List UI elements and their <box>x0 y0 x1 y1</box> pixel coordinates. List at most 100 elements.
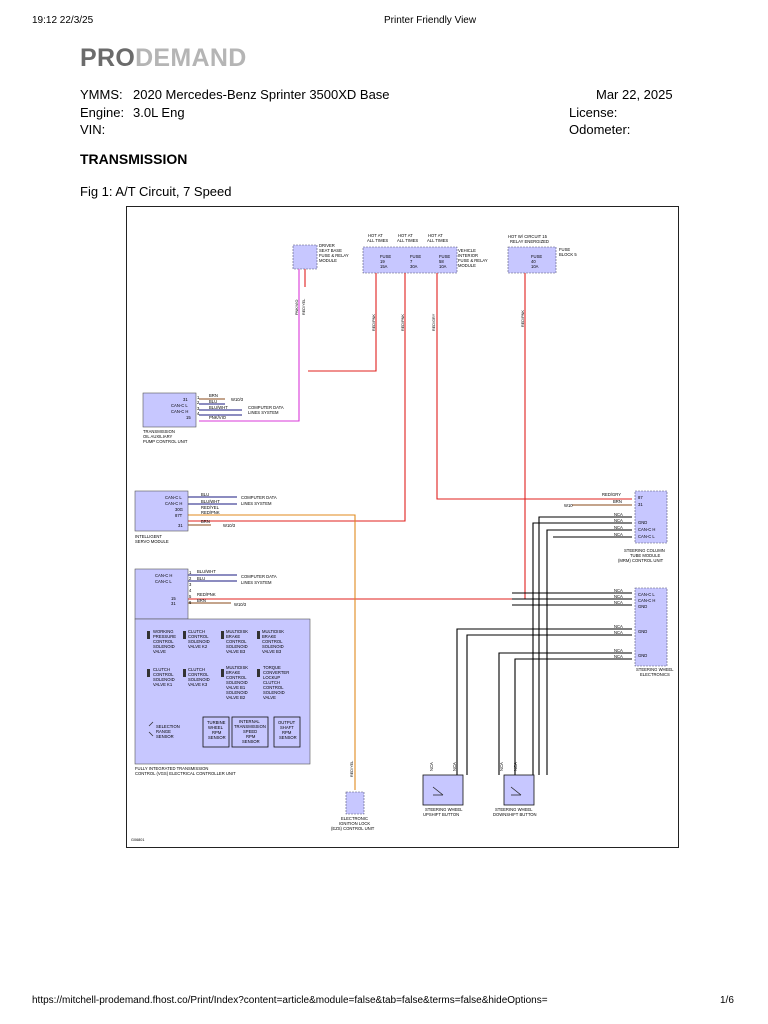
svg-text:RED/GRY: RED/GRY <box>432 313 436 331</box>
svg-text:NCA: NCA <box>429 762 434 771</box>
figure-title: Fig 1: A/T Circuit, 7 Speed <box>80 184 232 199</box>
svg-text:CAN-C L: CAN-C L <box>638 534 655 539</box>
svg-text:SEAT BASE: SEAT BASE <box>319 248 342 253</box>
svg-text:FUSE & RELAY: FUSE & RELAY <box>458 258 488 263</box>
svg-text:4: 4 <box>197 411 200 416</box>
svg-text:2: 2 <box>189 576 192 581</box>
svg-text:HOT AT: HOT AT <box>398 233 413 238</box>
svg-text:31: 31 <box>171 601 176 606</box>
svg-text:CONTROL: CONTROL <box>263 685 284 690</box>
svg-text:RED/PNK: RED/PNK <box>372 314 376 331</box>
svg-text:FULLY INTEGRATED TRANSMISSION: FULLY INTEGRATED TRANSMISSION <box>135 766 208 771</box>
svg-text:PNK/VIO: PNK/VIO <box>209 415 227 420</box>
steering-column-module: 87 31 GND CAN-C H CAN-C L RED/GRY BRN NC… <box>564 490 668 563</box>
vertical-wire-labels: PNK/VIO RED/YEL RED/PNK RED/PNK RED/GRY … <box>295 299 525 777</box>
svg-text:CAN-C H: CAN-C H <box>171 409 188 414</box>
svg-text:GND: GND <box>638 520 647 525</box>
svg-text:BRAKE: BRAKE <box>226 634 240 639</box>
svg-text:TRANSMISSION: TRANSMISSION <box>234 724 266 729</box>
svg-text:RPM: RPM <box>246 734 256 739</box>
svg-text:CONTROL: CONTROL <box>153 672 174 677</box>
svg-text:NCA: NCA <box>513 762 518 771</box>
svg-text:TORQUE: TORQUE <box>263 665 281 670</box>
svg-text:VALVE B1: VALVE B1 <box>226 685 246 690</box>
svg-text:CLUTCH: CLUTCH <box>153 667 170 672</box>
page-url: https://mitchell-prodemand.fhost.co/Prin… <box>32 995 548 1006</box>
svg-text:NCA: NCA <box>614 654 623 659</box>
svg-text:NCA: NCA <box>499 762 504 771</box>
svg-text:SOLENOID: SOLENOID <box>226 644 248 649</box>
svg-text:10A: 10A <box>439 264 447 269</box>
svg-text:BLU/WHT: BLU/WHT <box>201 499 220 504</box>
svg-text:NCA: NCA <box>452 762 457 771</box>
svg-text:VEHICLE: VEHICLE <box>458 248 476 253</box>
svg-text:SENSOR: SENSOR <box>279 735 297 740</box>
svg-text:W10: W10 <box>564 503 573 508</box>
svg-text:GND: GND <box>638 604 647 609</box>
svg-text:40: 40 <box>531 259 536 264</box>
svg-text:CONTROL: CONTROL <box>262 639 283 644</box>
svg-text:CAN-C H: CAN-C H <box>638 598 655 603</box>
svg-text:UPSHIFT BUTTON: UPSHIFT BUTTON <box>423 812 459 817</box>
svg-text:STEERING WHEEL: STEERING WHEEL <box>636 667 674 672</box>
logo-part1: PRO <box>80 44 136 72</box>
svg-text:NCA: NCA <box>614 630 623 635</box>
prodemand-logo: PRODEMAND <box>80 44 247 73</box>
svg-text:(MRM) CONTROL UNIT: (MRM) CONTROL UNIT <box>618 558 664 563</box>
svg-text:RELAY ENERGIZED: RELAY ENERGIZED <box>510 239 549 244</box>
svg-text:COMPUTER DATA: COMPUTER DATA <box>241 495 277 500</box>
svg-text:CAN-C H: CAN-C H <box>165 501 182 506</box>
svg-text:NCA: NCA <box>614 518 623 523</box>
steering-wheel-electronics: CAN-C L CAN-C H GND GND GND NCA NCA NCA … <box>614 587 674 677</box>
svg-text:31: 31 <box>638 502 643 507</box>
svg-text:VALVE B3: VALVE B3 <box>226 649 246 654</box>
svg-text:VALVE B2: VALVE B2 <box>226 695 246 700</box>
svg-text:DRIVER: DRIVER <box>319 243 335 248</box>
svg-text:LINES SYSTEM: LINES SYSTEM <box>248 410 279 415</box>
svg-text:ALL TIMES: ALL TIMES <box>427 238 448 243</box>
svg-text:15: 15 <box>186 415 191 420</box>
svg-text:NCA: NCA <box>614 512 623 517</box>
wiring-diagram-frame: DRIVER SEAT BASE FUSE & RELAY MODULE HOT… <box>126 206 679 848</box>
vin-label: VIN: <box>80 122 106 137</box>
svg-text:30G: 30G <box>175 507 183 512</box>
svg-text:RPM: RPM <box>212 730 222 735</box>
browser-datetime: 19:12 22/3/25 <box>32 15 94 26</box>
svg-text:W10/3: W10/3 <box>223 523 236 528</box>
svg-text:CONTROL: CONTROL <box>226 675 247 680</box>
engine-value: 3.0L Eng <box>133 105 185 120</box>
svg-text:SOLENOID: SOLENOID <box>153 677 175 682</box>
svg-text:TUBE MODULE: TUBE MODULE <box>630 553 660 558</box>
svg-text:NCA: NCA <box>614 532 623 537</box>
svg-text:PUMP CONTROL UNIT: PUMP CONTROL UNIT <box>143 439 188 444</box>
diagram-ref: G06801 <box>131 838 145 842</box>
svg-text:LOCKUP: LOCKUP <box>263 675 280 680</box>
svg-text:INTERNAL: INTERNAL <box>239 719 260 724</box>
svg-text:SOLENOID: SOLENOID <box>226 680 248 685</box>
svg-text:1: 1 <box>189 570 192 575</box>
oil-pump-control-unit: 31 CAN-C L CAN-C H 15 1 2 3 4 BRN BLU BL… <box>142 392 284 444</box>
svg-text:VALVE B3: VALVE B3 <box>262 649 282 654</box>
svg-text:IGNITION LOCK: IGNITION LOCK <box>339 821 370 826</box>
svg-text:FUSE: FUSE <box>380 254 391 259</box>
logo-part2: DEMAND <box>135 44 247 72</box>
svg-text:SOLENOID: SOLENOID <box>188 639 210 644</box>
svg-text:19: 19 <box>380 259 385 264</box>
svg-text:NCA: NCA <box>614 594 623 599</box>
svg-text:CLUTCH: CLUTCH <box>188 667 205 672</box>
svg-text:RANGE: RANGE <box>156 729 171 734</box>
svg-text:NCA: NCA <box>614 648 623 653</box>
svg-text:FUSE: FUSE <box>410 254 421 259</box>
svg-text:W10/3: W10/3 <box>231 397 244 402</box>
svg-text:58: 58 <box>439 259 444 264</box>
page-count: 1/6 <box>720 995 734 1006</box>
ymms-value: 2020 Mercedes-Benz Sprinter 3500XD Base <box>133 87 390 102</box>
ymms-label: YMMS: <box>80 87 123 102</box>
svg-text:NCA: NCA <box>614 588 623 593</box>
svg-text:30A: 30A <box>410 264 418 269</box>
svg-text:10A: 10A <box>531 264 539 269</box>
